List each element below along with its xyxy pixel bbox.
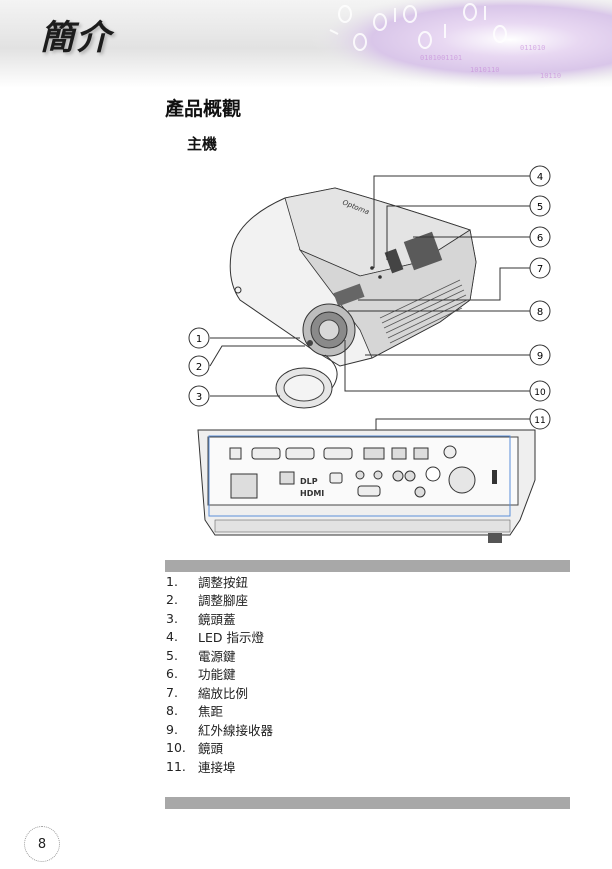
projector-front-view: Optoma	[229, 187, 477, 409]
chapter-title: 簡介	[40, 18, 112, 58]
svg-text:1: 1	[196, 334, 202, 345]
svg-text:0101001101: 0101001101	[420, 54, 462, 62]
list-item: 3.鏡頭蓋	[166, 610, 236, 627]
callout-7: 7	[529, 257, 551, 279]
list-item: 5.電源鍵	[166, 647, 236, 664]
list-item: 7.縮放比例	[166, 684, 249, 701]
svg-text:9: 9	[537, 351, 543, 362]
hdmi-logo: HDMI	[300, 489, 324, 498]
projector-diagram: Optoma DLP HDMI	[188, 165, 551, 543]
svg-text:1010110: 1010110	[470, 66, 500, 74]
svg-text:5: 5	[537, 202, 543, 213]
list-item: 8.焦距	[166, 703, 224, 720]
list-item: 6.功能鍵	[166, 666, 236, 683]
callout-4: 4	[529, 165, 551, 187]
callout-3: 3	[188, 385, 210, 407]
callout-2: 2	[188, 355, 210, 377]
parts-list: 1.調整按鈕 2.調整腳座 3.鏡頭蓋 4.LED 指示燈 5.電源鍵 6.功能…	[166, 572, 566, 776]
svg-text:11: 11	[534, 416, 545, 426]
svg-text:3: 3	[196, 392, 202, 403]
list-bottom-bar	[165, 797, 570, 809]
list-top-bar	[165, 560, 570, 572]
svg-text:4: 4	[537, 172, 543, 183]
list-item: 4.LED 指示燈	[166, 629, 264, 646]
section-title: 產品概觀	[165, 98, 242, 120]
list-item: 2.調整腳座	[166, 592, 249, 609]
svg-text:011010: 011010	[520, 44, 545, 52]
callout-11: 11	[529, 408, 551, 430]
list-item: 11.連接埠	[166, 758, 236, 775]
callout-9: 9	[529, 344, 551, 366]
list-item: 9.紅外線接收器	[166, 721, 274, 738]
svg-text:6: 6	[537, 233, 543, 244]
callout-5: 5	[529, 195, 551, 217]
callout-1: 1	[188, 327, 210, 349]
callout-6: 6	[529, 226, 551, 248]
callout-8: 8	[529, 300, 551, 322]
chapter-banner: 0101001101 1010110 011010 10110 簡介	[0, 0, 612, 88]
svg-text:10110: 10110	[540, 72, 561, 80]
dlp-logo: DLP	[300, 477, 318, 486]
page-number: 8	[24, 826, 60, 862]
binary-swirl-graphic: 0101001101 1010110 011010 10110	[250, 0, 612, 88]
svg-text:2: 2	[196, 362, 202, 373]
svg-text:10: 10	[534, 388, 546, 398]
projector-rear-view: DLP HDMI	[197, 429, 536, 543]
subsection-title: 主機	[187, 135, 218, 153]
list-item: 10.鏡頭	[166, 740, 224, 757]
svg-text:8: 8	[537, 307, 543, 318]
svg-text:7: 7	[537, 264, 543, 275]
callout-10: 10	[529, 380, 551, 402]
list-item: 1.調整按鈕	[166, 573, 249, 590]
